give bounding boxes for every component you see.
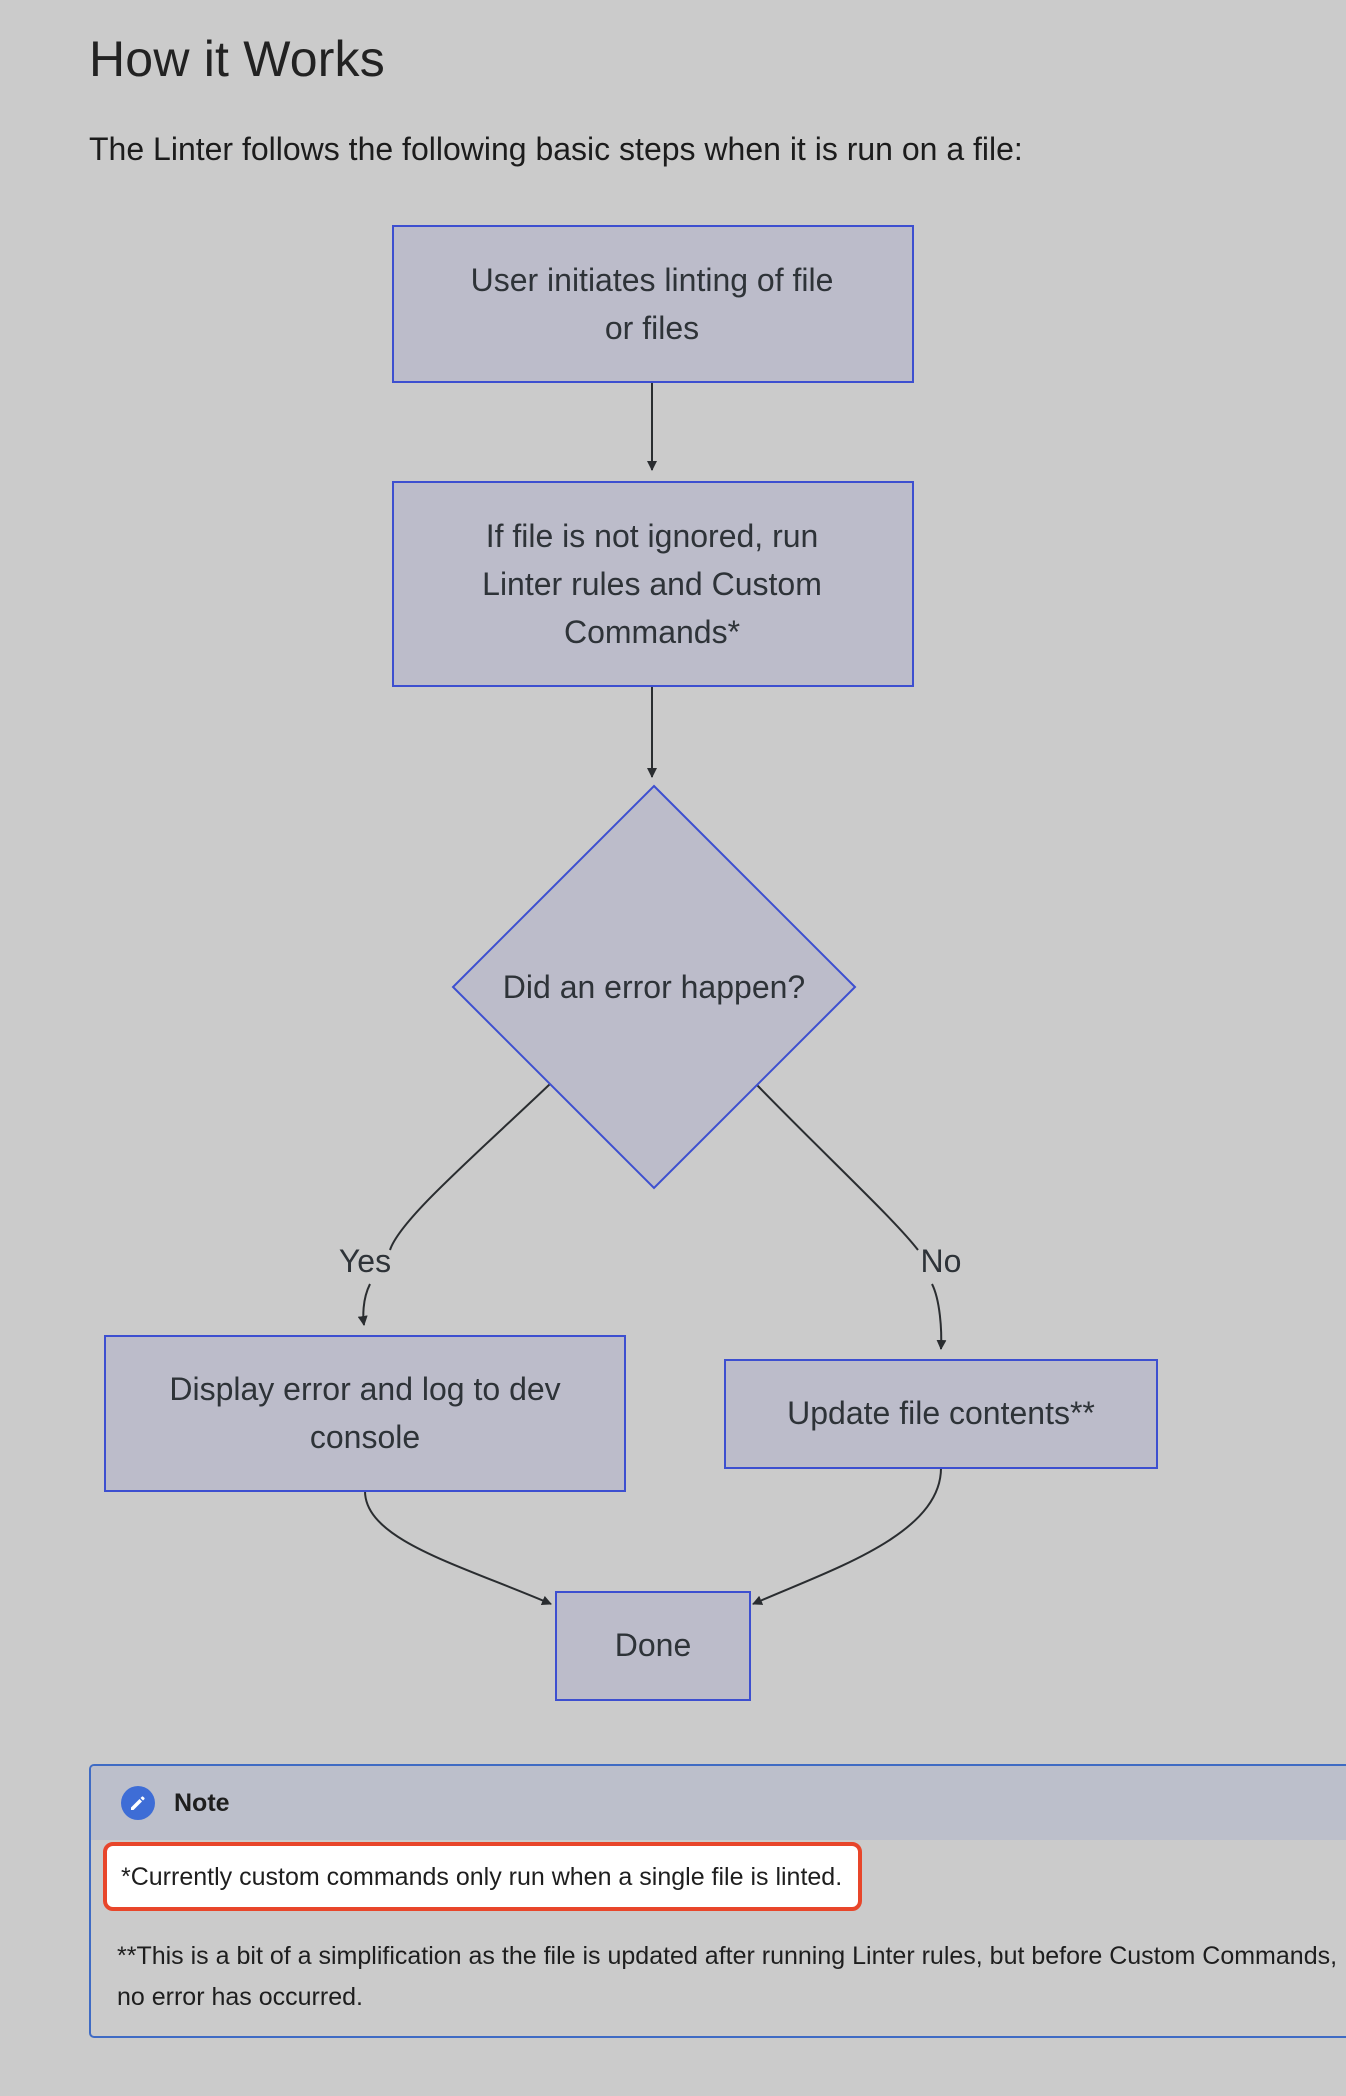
edge-decision-to-error — [389, 1083, 551, 1251]
edge-label-no: No — [921, 1243, 962, 1279]
edge-error-to-done — [364, 1490, 552, 1606]
note-footnote-2-line-2: no error has occurred. — [117, 1983, 363, 2011]
node-start: User initiates linting of file or files — [392, 225, 914, 383]
node-done: Done — [555, 1591, 751, 1701]
node-decision-text: Did an error happen? — [503, 969, 805, 1005]
node-done-text: Done — [615, 1627, 692, 1663]
node-run-line-2: Linter rules and Custom — [482, 566, 822, 602]
note-footnote-2: **This is a bit of a simplification as t… — [117, 1936, 1346, 2018]
edge-no-to-update — [931, 1283, 947, 1350]
edge-update-to-done — [752, 1467, 942, 1605]
node-run: If file is not ignored, run Linter rules… — [392, 481, 914, 687]
note-footnote-1: *Currently custom commands only run when… — [103, 1842, 863, 1911]
node-error-line-2: console — [310, 1419, 420, 1455]
note-footnote-2-line-1: **This is a bit of a simplification as t… — [117, 1942, 1338, 1970]
note-callout: Note *Currently custom commands only run… — [89, 1764, 1346, 2038]
note-header: Note — [91, 1766, 1346, 1840]
node-error: Display error and log to dev console — [104, 1335, 626, 1492]
note-title: Note — [174, 1788, 230, 1817]
node-decision: Did an error happen? — [451, 784, 857, 1190]
node-start-line-1: User initiates linting of file — [471, 262, 834, 298]
flowchart: Yes No User initiates linting of file or… — [104, 225, 1158, 1701]
node-update: Update file contents** — [724, 1359, 1158, 1469]
edge-label-yes: Yes — [339, 1243, 391, 1279]
node-update-text: Update file contents** — [787, 1395, 1095, 1431]
intro-text: The Linter follows the following basic s… — [89, 131, 1023, 167]
node-run-line-1: If file is not ignored, run — [486, 518, 819, 554]
pencil-icon — [121, 1786, 155, 1820]
node-error-line-1: Display error and log to dev — [169, 1371, 560, 1407]
edge-decision-to-update — [755, 1083, 919, 1251]
node-start-line-2: or files — [605, 310, 699, 346]
node-run-line-3: Commands* — [564, 614, 740, 650]
edge-yes-to-error — [357, 1283, 371, 1326]
page-heading: How it Works — [89, 31, 385, 87]
